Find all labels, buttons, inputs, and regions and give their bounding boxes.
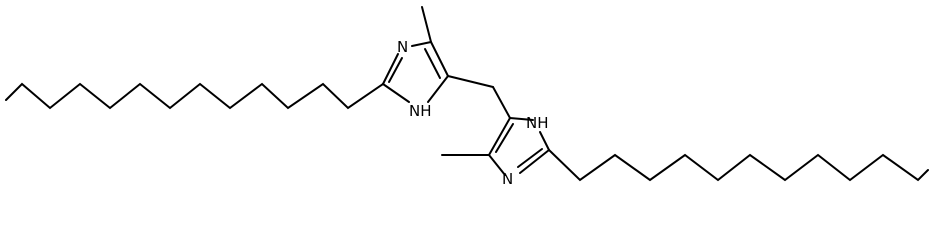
lower-ring-c2-n3-double-line [517,148,543,168]
methylene-bridge [447,75,511,119]
bridge-bond-upper [447,75,494,88]
upper-ring-c4-c5-bond [430,41,449,77]
lower-ring-c5-n1-bond [509,117,534,121]
lower-ring-n3-c4-bond [488,154,506,176]
upper-ring-n3-c4-bond [411,41,432,47]
bridge-bond-lower [492,86,511,119]
chemical-structure-diagram: N NH NH N [5,6,929,188]
lower-ring-n1-c2-bond [539,131,550,151]
upper-ring-n3-label: N [397,38,408,56]
lower-ring-c2-n3-bond [519,149,550,174]
left-undecyl-chain [5,82,384,110]
upper-ring-n1-c2-bond [382,83,410,103]
lower-ring-c4-c5-double-line [495,123,514,153]
right-undecyl-chain [548,149,929,182]
lower-ring-n3-label: N [502,170,513,188]
upper-ring-c2-n3-double-line [388,57,403,83]
lower-imidazole-ring [441,117,550,176]
lower-ring-n1h-label: NH [526,114,549,132]
upper-methyl-bond [421,6,432,43]
upper-ring-n1h-label: NH [409,102,432,120]
upper-ring-c2-n3-bond [382,53,399,85]
lower-ring-c4-c5-bond [488,117,511,156]
upper-imidazole-ring [382,6,449,103]
upper-ring-c4-c5-double-line [424,48,441,79]
upper-ring-c5-n1-bond [427,75,449,103]
